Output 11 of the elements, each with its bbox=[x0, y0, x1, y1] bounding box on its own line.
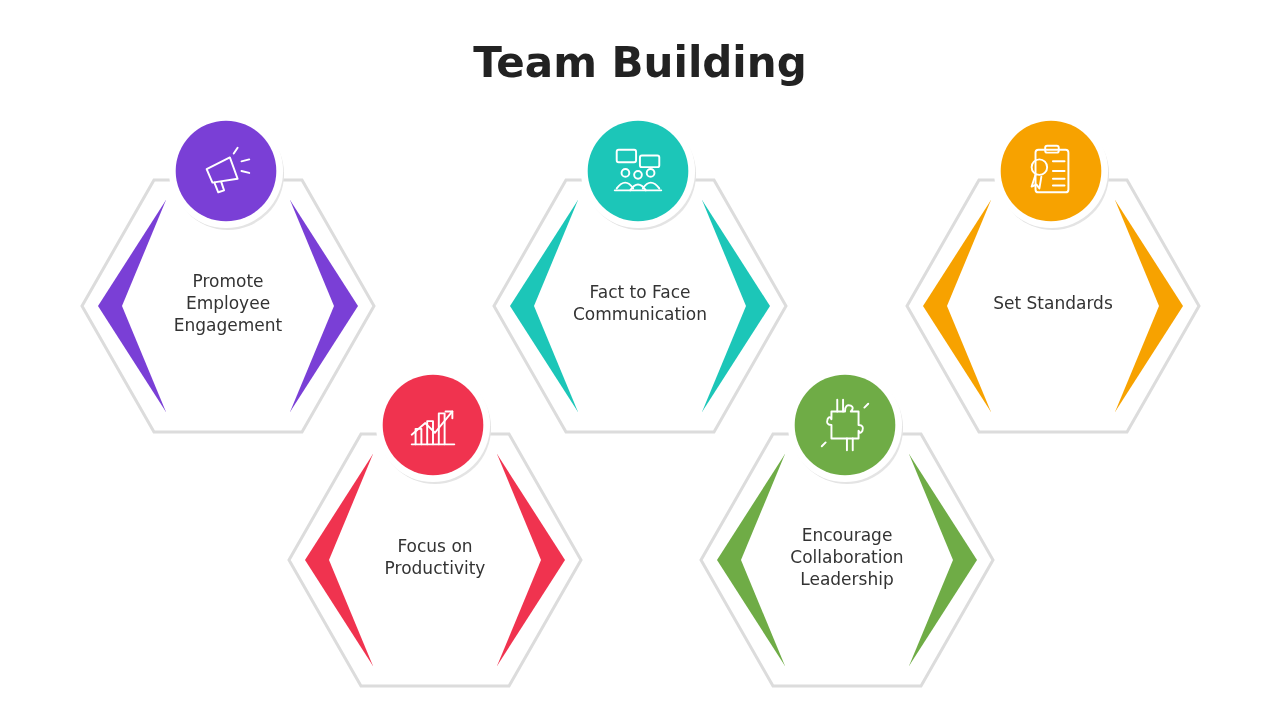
title: Team Building bbox=[473, 38, 807, 87]
hexagon-card bbox=[699, 432, 995, 688]
node-label: Promote Employee Engagement bbox=[172, 270, 284, 336]
hexagon-card bbox=[492, 178, 788, 434]
node-label: Set Standards bbox=[992, 292, 1114, 314]
hexagon-card bbox=[287, 432, 583, 688]
node-label: Fact to Face Communication bbox=[572, 281, 708, 325]
node-label: Encourage Collaboration Leadership bbox=[789, 524, 905, 590]
hexagon-card bbox=[905, 178, 1201, 434]
hexagon-card bbox=[80, 178, 376, 434]
node-label: Focus on Productivity bbox=[383, 535, 487, 579]
